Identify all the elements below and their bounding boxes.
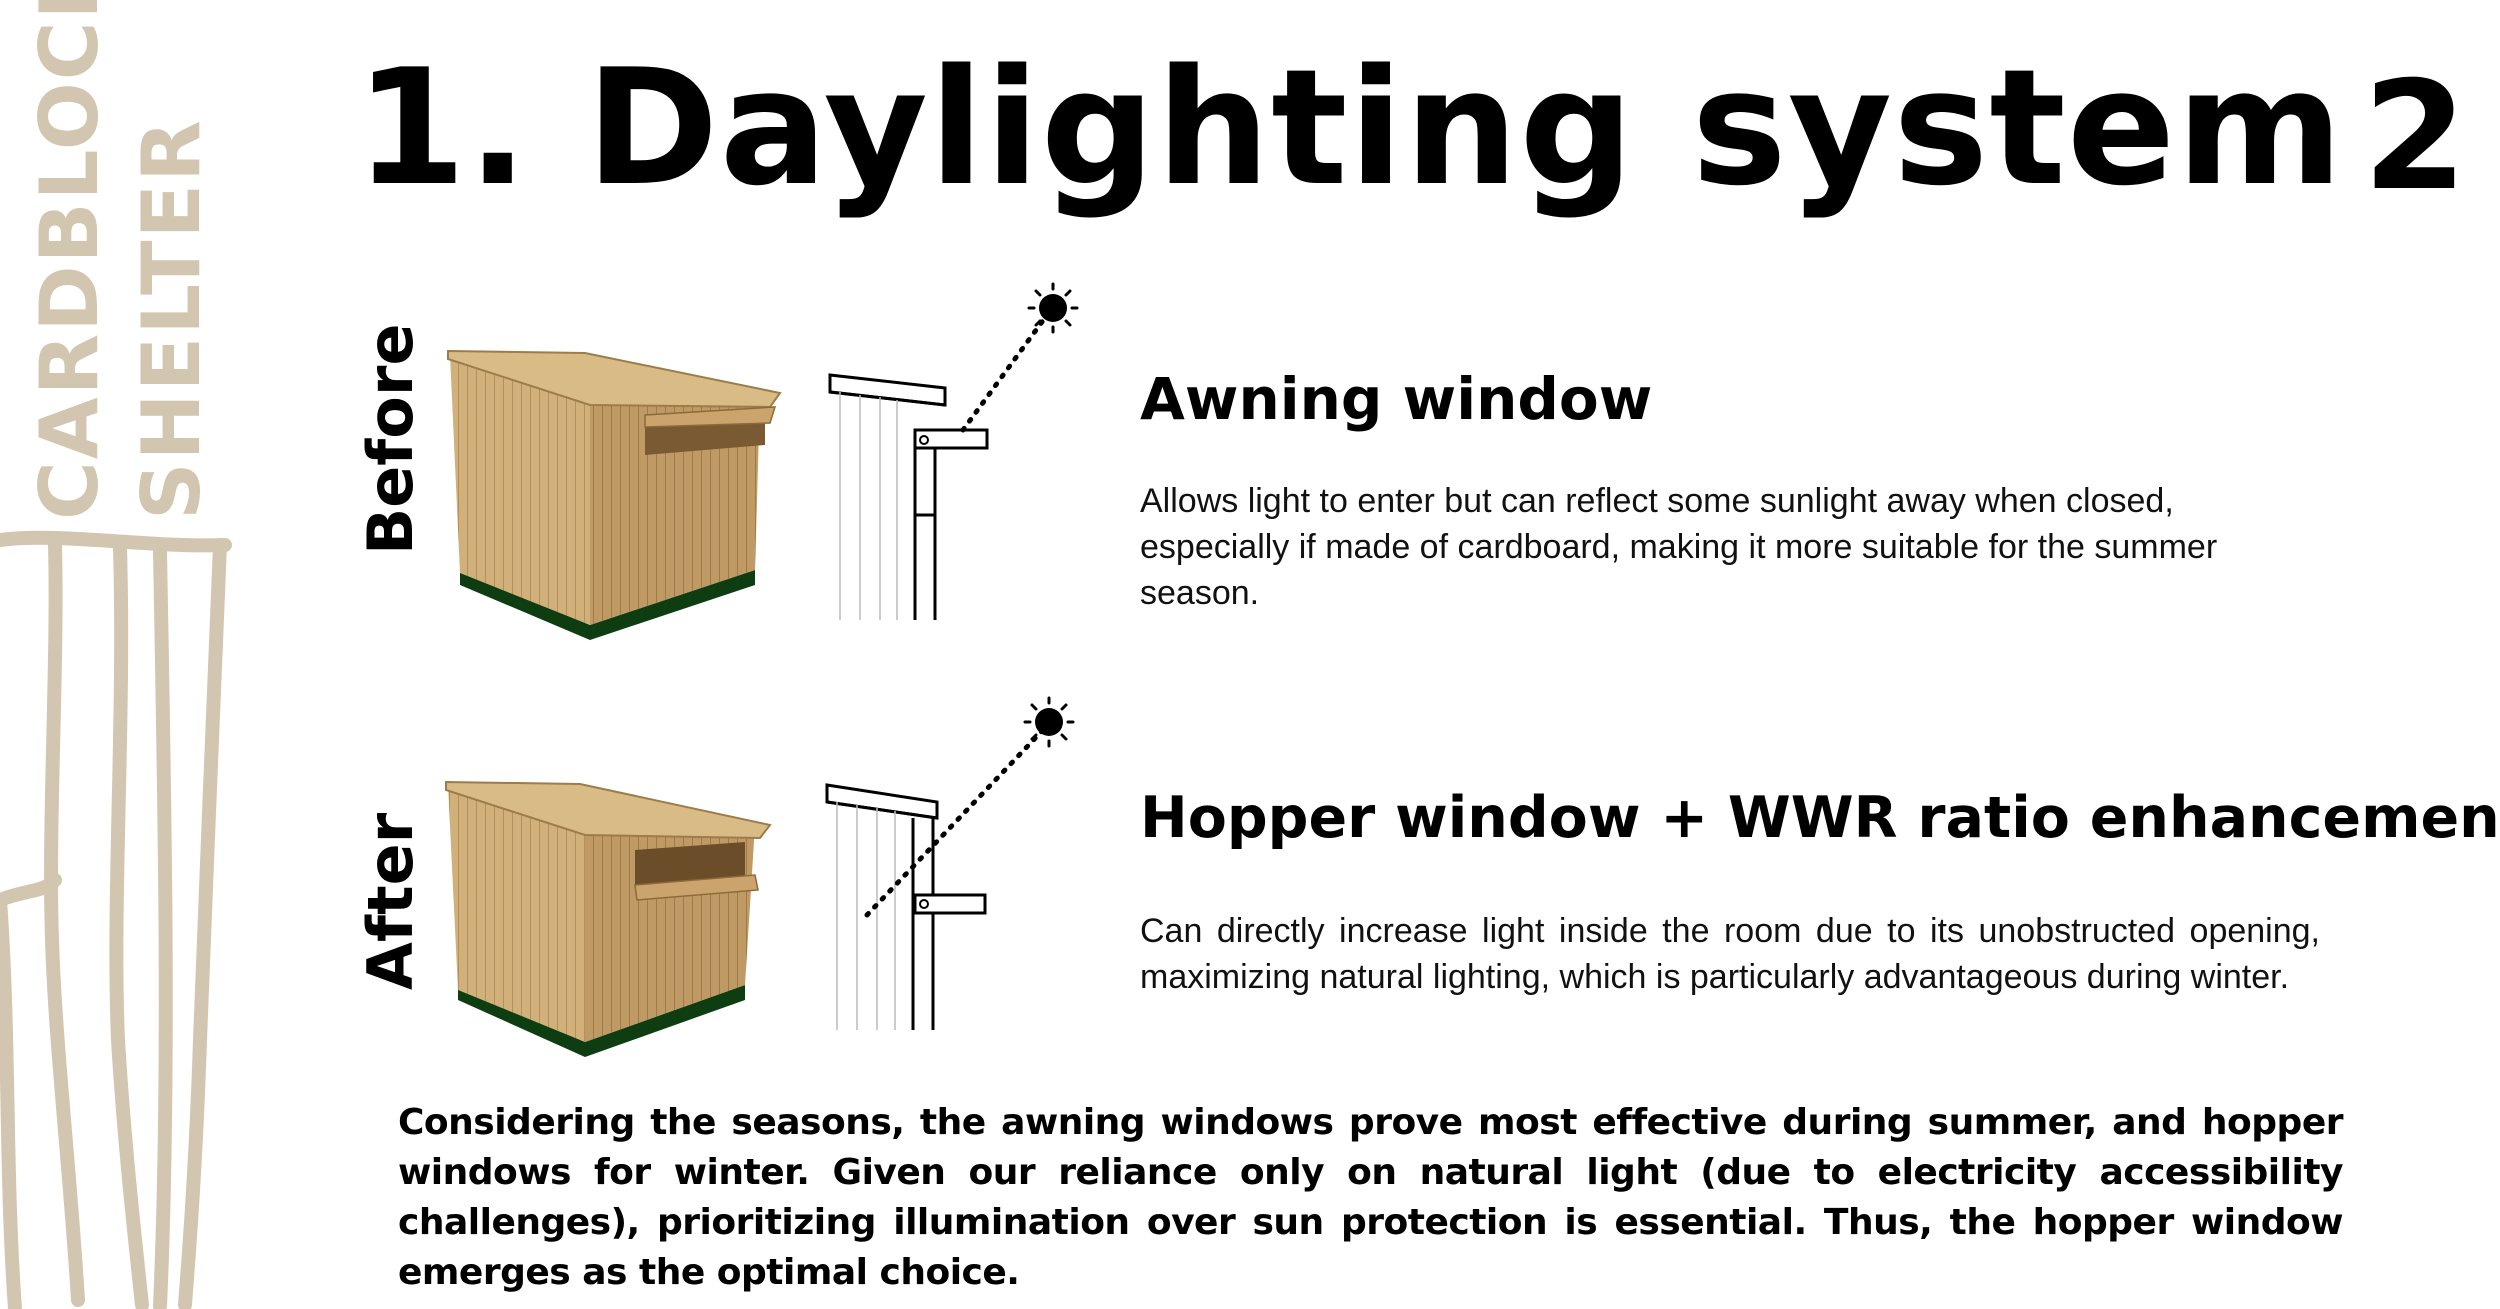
awning-window-description: Allows light to enter but can reflect so… <box>1140 482 2218 612</box>
hopper-window-heading: Hopper window + WWR ratio enhancement <box>1140 785 2500 851</box>
sun-icon <box>1023 696 1075 748</box>
shelter-after-illustration <box>445 780 772 1057</box>
page-number: 2 <box>2362 50 2468 224</box>
brand-title-line1: CARDBLOCK <box>23 0 116 520</box>
after-label: After <box>354 812 427 990</box>
hopper-section-diagram <box>825 696 1075 1030</box>
conclusion-paragraph: Considering the seasons, the awning wind… <box>398 1102 2344 1293</box>
shelter-before-illustration <box>447 349 782 640</box>
awning-window-heading: Awning window <box>1140 365 1653 433</box>
hopper-window-description: Can directly increase light inside the r… <box>1140 912 2320 996</box>
brand-sketch <box>0 530 232 1309</box>
page-title: 1. Daylighting system <box>355 34 2345 221</box>
awning-section-diagram <box>828 282 1079 620</box>
sun-icon <box>1027 282 1079 334</box>
before-label: Before <box>354 323 427 555</box>
brand-title-line2: SHELTER <box>125 118 218 520</box>
